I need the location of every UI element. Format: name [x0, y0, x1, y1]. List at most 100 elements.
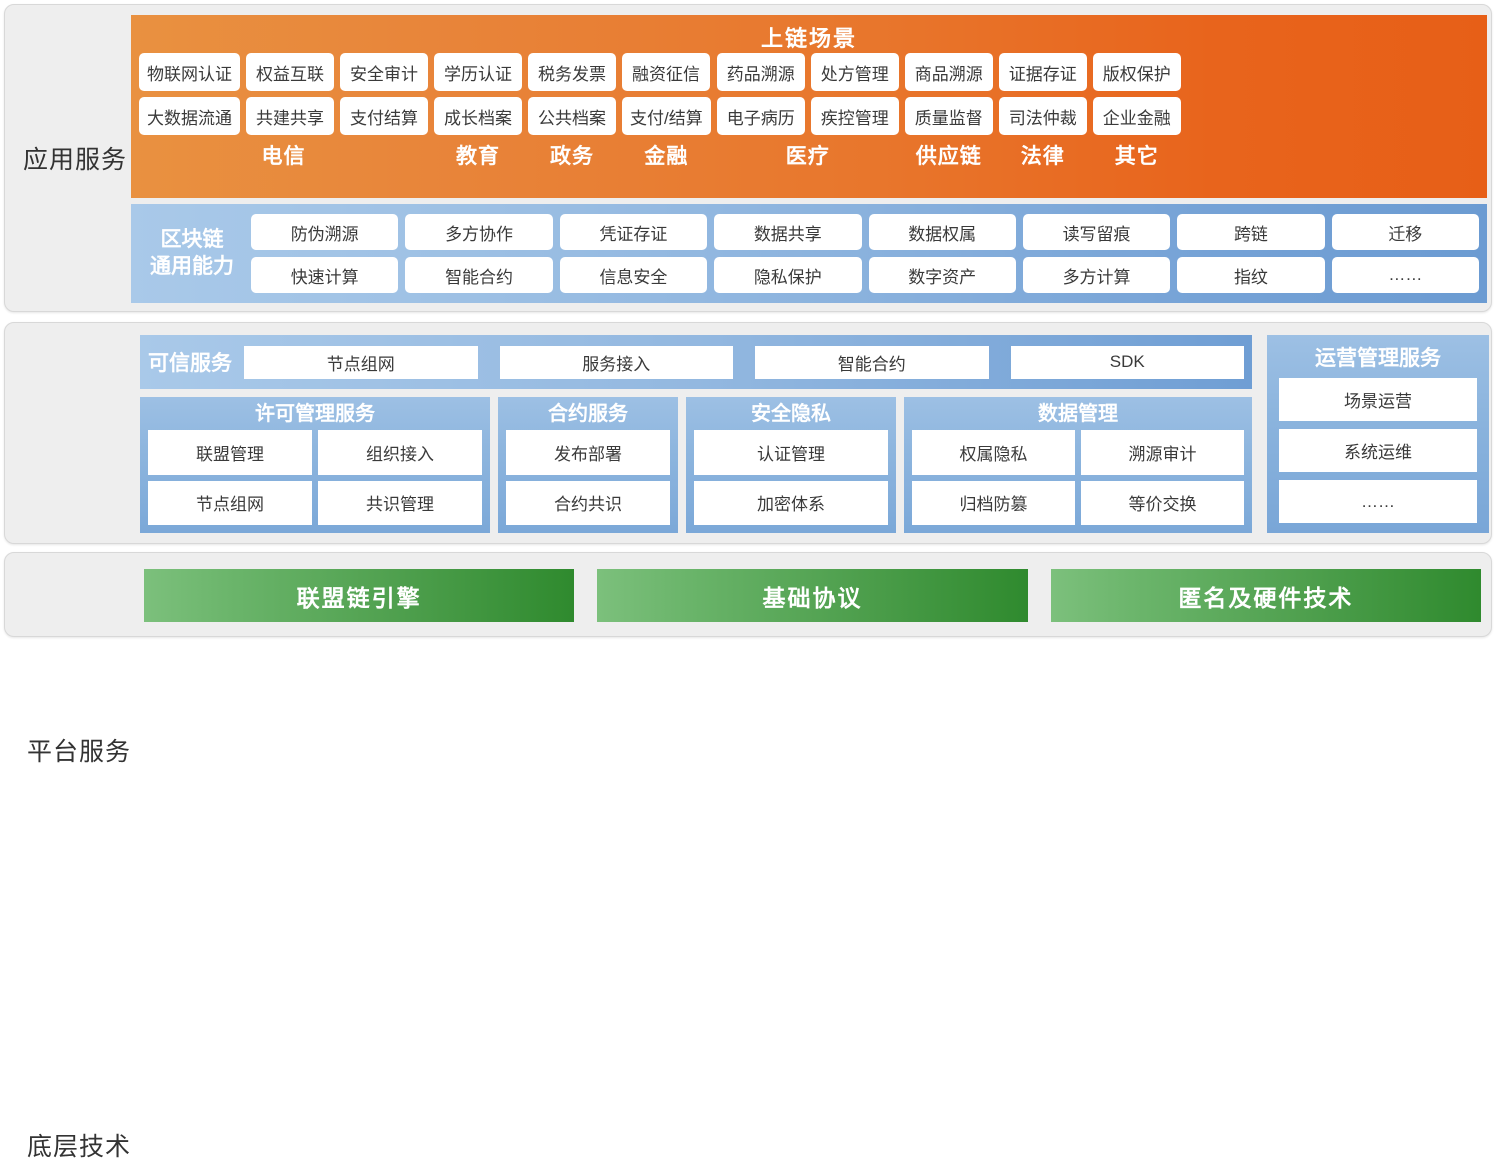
service-card[interactable]: 加密体系 [694, 480, 888, 525]
capability-card[interactable]: 指纹 [1177, 257, 1325, 293]
operation-management-items: 场景运营系统运维 …… [1279, 378, 1477, 523]
on-chain-scenarios-title: 上链场景 [760, 26, 857, 51]
capability-card[interactable]: 多方计算 [1022, 257, 1171, 293]
scenario-card[interactable]: 质量监督 [904, 97, 993, 135]
scenario-card[interactable]: 税务发票 [528, 53, 616, 91]
sector-cards: 证据存证司法仲裁 [998, 53, 1087, 135]
sector-电信: 物联网认证权益互联安全审计大数据流通共建共享支付结算电信 [139, 53, 428, 170]
capability-card[interactable]: 数字资产 [868, 257, 1016, 293]
operation-card[interactable]: 场景运营 [1279, 378, 1477, 421]
trusted-service-card[interactable]: 服务接入 [499, 345, 733, 379]
sector-cards: 商品溯源质量监督 [904, 53, 993, 135]
sector-name: 其它 [1114, 145, 1159, 168]
sector-card-row: 商品溯源 [904, 53, 993, 91]
service-box-数据管理: 数据管理权属隐私溯源审计归档防篡等价交换 [904, 397, 1252, 533]
sector-cards: 药品溯源处方管理电子病历疾控管理 [716, 53, 899, 135]
scenario-card[interactable]: 大数据流通 [139, 97, 240, 135]
capability-card[interactable]: 信息安全 [559, 257, 708, 293]
capability-card[interactable]: …… [1331, 257, 1479, 293]
capability-column: 凭证存证信息安全 [559, 214, 708, 293]
scenario-card[interactable]: 学历认证 [434, 53, 522, 91]
scenario-card[interactable]: 支付/结算 [622, 97, 711, 135]
capability-card[interactable]: 凭证存证 [559, 214, 708, 250]
capability-card[interactable]: 智能合约 [405, 257, 553, 293]
capability-column: 读写留痕多方计算 [1022, 214, 1171, 293]
service-box-许可管理服务: 许可管理服务联盟管理组织接入节点组网共识管理 [140, 397, 490, 533]
capability-column: 数据共享隐私保护 [714, 214, 862, 293]
trusted-service-label: 可信服务 [148, 352, 232, 375]
service-card[interactable]: 合约共识 [506, 480, 670, 525]
sector-card-row: 融资征信 [622, 53, 711, 91]
capability-card[interactable]: 读写留痕 [1022, 214, 1171, 250]
scenario-card[interactable]: 商品溯源 [904, 53, 993, 91]
trusted-service-card[interactable]: 节点组网 [244, 345, 478, 379]
sector-card-row: 企业金融 [1092, 97, 1181, 135]
sector-card-row: 学历认证 [434, 53, 522, 91]
operation-card[interactable]: 系统运维 [1279, 429, 1477, 472]
service-card[interactable]: 认证管理 [694, 430, 888, 475]
scenario-card[interactable]: 证据存证 [998, 53, 1087, 91]
service-box-grid: 联盟管理组织接入节点组网共识管理 [148, 430, 482, 525]
capability-card[interactable]: 隐私保护 [714, 257, 862, 293]
base-technology-panel: 底层技术 联盟链引擎基础协议匿名及硬件技术 [4, 552, 1492, 1160]
service-box-row: 联盟管理组织接入 [148, 430, 482, 475]
sector-card-row: 大数据流通共建共享支付结算 [139, 97, 428, 135]
scenario-card[interactable]: 共建共享 [246, 97, 334, 135]
capability-card[interactable]: 快速计算 [251, 257, 399, 293]
scenario-card[interactable]: 支付结算 [340, 97, 428, 135]
service-card[interactable]: 等价交换 [1081, 480, 1244, 525]
sector-card-row: 物联网认证权益互联安全审计 [139, 53, 428, 91]
sector-政务: 税务发票公共档案政务 [528, 53, 616, 170]
sector-cards: 版权保护企业金融 [1092, 53, 1181, 135]
base-technology-card[interactable]: 联盟链引擎 [144, 569, 575, 622]
sector-card-row: 成长档案 [434, 97, 522, 135]
service-card[interactable]: 溯源审计 [1081, 430, 1244, 475]
service-box-grid: 发布部署合约共识 [506, 430, 670, 525]
capability-card[interactable]: 迁移 [1331, 214, 1479, 250]
scenario-card[interactable]: 电子病历 [716, 97, 805, 135]
trusted-service-card[interactable]: SDK [1010, 345, 1244, 379]
scenario-card[interactable]: 权益互联 [246, 53, 334, 91]
capability-card[interactable]: 防伪溯源 [251, 214, 399, 250]
sector-其它: 版权保护企业金融其它 [1092, 53, 1181, 170]
scenario-card[interactable]: 处方管理 [810, 53, 899, 91]
scenario-card[interactable]: 物联网认证 [139, 53, 240, 91]
service-card[interactable]: 共识管理 [318, 480, 482, 525]
service-card[interactable]: 权属隐私 [912, 430, 1075, 475]
service-card[interactable]: 发布部署 [506, 430, 670, 475]
sector-教育: 学历认证成长档案教育 [434, 53, 522, 170]
service-card[interactable]: 组织接入 [318, 430, 482, 475]
trusted-service-card[interactable]: 智能合约 [755, 345, 989, 379]
service-card[interactable]: 归档防篡 [912, 480, 1075, 525]
scenario-card[interactable]: 成长档案 [434, 97, 522, 135]
scenario-card[interactable]: 公共档案 [528, 97, 616, 135]
blockchain-capability-label: 区块链 通用能力 [139, 227, 245, 280]
scenario-card[interactable]: 药品溯源 [716, 53, 805, 91]
application-services-panel: 应用服务 上链场景 物联网认证权益互联安全审计大数据流通共建共享支付结算电信学历… [4, 4, 1492, 312]
capability-card[interactable]: 数据共享 [714, 214, 862, 250]
operation-card[interactable]: …… [1279, 480, 1477, 523]
capability-card[interactable]: 跨链 [1177, 214, 1325, 250]
scenario-card[interactable]: 融资征信 [622, 53, 710, 91]
base-technology-card[interactable]: 匿名及硬件技术 [1050, 569, 1481, 622]
sector-card-row: 药品溯源处方管理 [716, 53, 899, 91]
service-box-title: 许可管理服务 [255, 403, 375, 425]
scenario-card[interactable]: 疾控管理 [810, 97, 899, 135]
service-box-row: 合约共识 [506, 480, 670, 525]
service-card[interactable]: 节点组网 [148, 480, 312, 525]
sector-card-row: 司法仲裁 [998, 97, 1087, 135]
sector-name: 政务 [550, 145, 594, 168]
service-box-title: 合约服务 [548, 403, 628, 425]
service-card[interactable]: 联盟管理 [148, 430, 312, 475]
capability-card[interactable]: 数据权属 [868, 214, 1016, 250]
sector-供应链: 商品溯源质量监督供应链 [904, 53, 993, 170]
scenario-card[interactable]: 安全审计 [340, 53, 428, 91]
scenario-card[interactable]: 企业金融 [1092, 97, 1181, 135]
sector-card-row: 版权保护 [1092, 53, 1181, 91]
base-technology-card[interactable]: 基础协议 [597, 569, 1028, 622]
capability-card[interactable]: 多方协作 [405, 214, 553, 250]
scenario-card[interactable]: 版权保护 [1092, 53, 1181, 91]
scenario-card[interactable]: 司法仲裁 [998, 97, 1087, 135]
